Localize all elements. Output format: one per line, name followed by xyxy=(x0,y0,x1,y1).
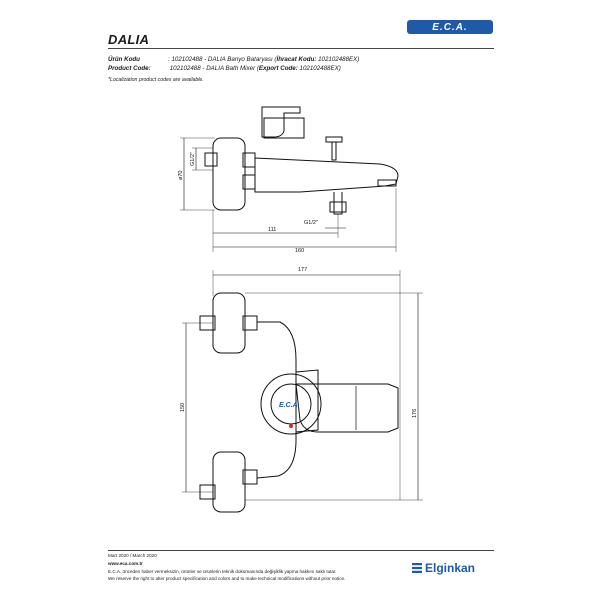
export-code-tr-label: İhracat Kodu: xyxy=(276,56,317,63)
header-divider xyxy=(108,48,494,49)
dim-111-label: 111 xyxy=(268,227,276,233)
dim-thread-bottom-label: G1/2" xyxy=(304,220,318,226)
product-code-en-line: Product Code: 102102488 - DALIA Bath Mix… xyxy=(108,65,341,73)
eca-logo: E.C.A. xyxy=(407,20,493,34)
front-nut-upper xyxy=(242,315,258,331)
product-code-tr-line: Ürün Kodu : 102102488 - DALIA Banyo Batar… xyxy=(108,56,359,64)
product-code-tr-label: Ürün Kodu xyxy=(108,56,140,63)
product-code-tr-value: : 102102488 - DALIA Banyo Bataryası ( xyxy=(168,56,277,63)
side-diverter-knob xyxy=(325,136,343,161)
front-control-disc xyxy=(260,373,322,435)
product-title: DALIA xyxy=(108,32,150,47)
footer-disclaimer-en: We reserve the right to alter product sp… xyxy=(108,576,346,581)
front-view: 177 E.C.A. 150 xyxy=(180,267,423,513)
elginkan-logo-text: Elginkan xyxy=(425,561,476,575)
product-code-en-value: 102102488 - DALIA Bath Mixer ( xyxy=(168,65,259,72)
elginkan-logo: Elginkan xyxy=(412,561,475,575)
dim-160-label: 160 xyxy=(295,248,304,254)
front-flange-lower xyxy=(212,451,246,513)
front-flange-upper xyxy=(212,292,246,354)
eca-logo-text: E.C.A. xyxy=(432,21,468,33)
footer-divider xyxy=(108,550,494,551)
localization-note: *Localization product codes are availabl… xyxy=(108,77,204,83)
export-code-en-value: 102102488EX) xyxy=(297,65,341,72)
side-mixer-body xyxy=(254,157,399,193)
side-wall-flange xyxy=(212,137,246,211)
side-handle-lever xyxy=(263,117,305,139)
side-view: G1/2" ø70 G1/2" 111 160 xyxy=(178,106,399,254)
front-mixer-body-right xyxy=(295,369,319,433)
temperature-indicator-icon xyxy=(289,424,293,428)
dim-thread-top-label: G1/2" xyxy=(190,152,196,166)
dim-diameter-label: ø70 xyxy=(178,171,184,180)
front-handle-lever xyxy=(295,383,399,433)
front-nut-lower xyxy=(242,469,258,485)
front-body-logo: E.C.A. xyxy=(279,402,300,409)
side-handle xyxy=(261,106,301,138)
export-code-en-label: Export Code: xyxy=(258,65,298,72)
footer-date: Mart 2020 / March 2020 xyxy=(108,553,157,558)
export-code-tr-value: 102102488EX) xyxy=(316,56,360,63)
side-inlet-stub xyxy=(204,152,218,167)
dim-177-label: 177 xyxy=(298,267,307,273)
dim-150-label: 150 xyxy=(180,403,186,412)
product-code-en-label: Product Code: xyxy=(108,65,151,72)
side-shower-outlet xyxy=(329,192,347,215)
dim-176-label: 176 xyxy=(412,409,418,418)
footer-website: www.eca.com.tr xyxy=(108,561,143,566)
elginkan-mark-icon xyxy=(412,563,422,573)
side-spout-nose xyxy=(377,179,397,187)
footer-disclaimer-tr: E.C.A. önceden haber vermeksizin, ürünle… xyxy=(108,569,337,574)
front-mixer-body xyxy=(256,321,297,479)
